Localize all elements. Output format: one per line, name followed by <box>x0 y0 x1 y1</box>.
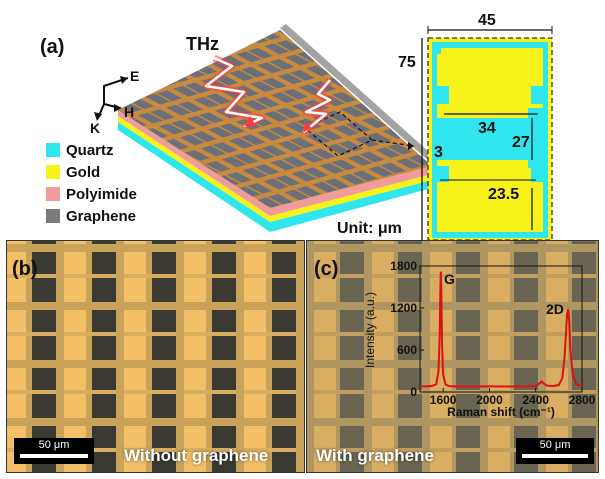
panel-a: (a) THz E H K Quartz Gold Polyimide Grap… <box>40 12 553 241</box>
scale-bar-c: 50 μm <box>516 438 594 464</box>
metamaterial-stack-illustration <box>94 24 553 241</box>
legend-swatch-polyimide <box>46 187 60 201</box>
raman-peak-g-label: G <box>444 271 455 287</box>
graphene-top-edge <box>280 24 438 164</box>
thz-label: THz <box>186 34 219 54</box>
gap-height-label: 27 <box>512 134 530 151</box>
panel-b-caption: Without graphene <box>124 446 269 465</box>
legend-label-quartz: Quartz <box>66 141 114 159</box>
panel-b-label: (b) <box>12 258 38 280</box>
axis-e-label: E <box>130 68 140 84</box>
scale-bar-b-label: 50 μm <box>38 439 70 451</box>
scale-bar-c-label: 50 μm <box>539 439 571 451</box>
legend-item-gold: Gold <box>46 163 101 181</box>
scale-bar-b-line <box>20 454 88 458</box>
raman-xlabel: Raman shift (cm⁻¹) <box>447 405 555 419</box>
raman-xtick-label: 1600 <box>430 393 457 407</box>
raman-ytick-label: 600 <box>397 343 417 357</box>
axis-h-label: H <box>124 104 135 120</box>
raman-plot-area <box>419 265 583 393</box>
scale-bar-b: 50 μm <box>14 438 94 464</box>
legend-item-graphene: Graphene <box>46 207 137 225</box>
legend-item-polyimide: Polyimide <box>46 185 137 203</box>
panel-c-caption: With graphene <box>316 446 434 465</box>
panel-c: (c) With graphene 50 μm 0 600 1200 1800 160… <box>306 240 599 473</box>
unit-cell-arrow <box>371 139 415 147</box>
raman-xtick-label: 2800 <box>569 393 596 407</box>
unit-cell-width-label: 45 <box>478 12 496 29</box>
polyimide-layer-edge <box>118 110 432 216</box>
raman-xtick-label: 2000 <box>476 393 503 407</box>
raman-xtick-label: 2400 <box>522 393 549 407</box>
raman-ytick-label: 1800 <box>390 259 417 273</box>
legend-label-polyimide: Polyimide <box>66 185 137 203</box>
raman-ytick-label: 1200 <box>390 301 417 315</box>
unit-cell-height-label: 75 <box>398 54 416 71</box>
raman-ytick-label: 0 <box>410 385 417 399</box>
panel-b: (b) Without graphene 50 μm <box>6 240 305 473</box>
axis-e-arrow <box>103 77 129 104</box>
panel-c-label: (c) <box>314 258 339 280</box>
legend-label-gold: Gold <box>66 163 101 181</box>
gap-width-label: 34 <box>478 120 496 137</box>
unit-cell-detail <box>421 26 553 241</box>
scale-bar-c-line <box>522 454 588 458</box>
legend-swatch-quartz <box>46 143 60 157</box>
panel-a-label: (a) <box>40 36 65 58</box>
legend-label-graphene: Graphene <box>66 207 137 225</box>
micrograph-with-graphene <box>306 240 599 473</box>
unit-label: Unit: μm <box>337 220 402 237</box>
legend-item-quartz: Quartz <box>46 141 114 159</box>
lower-height-label: 23.5 <box>488 186 520 203</box>
quartz-layer-edge <box>118 122 432 232</box>
gold-layer-edge <box>118 116 432 222</box>
micrograph-without-graphene <box>6 240 305 473</box>
legend-swatch-gold <box>46 165 60 179</box>
material-legend: Quartz Gold Polyimide Graphene <box>46 142 176 232</box>
patterned-surface <box>118 30 432 208</box>
raman-ylabel: Intensity (a.u.) <box>363 292 377 368</box>
legend-swatch-graphene <box>46 209 60 223</box>
raman-spectrum-inset: 0 600 1200 1800 1600 2000 2400 2800 Intensity … <box>363 259 596 419</box>
raman-spectrum-line <box>420 271 583 388</box>
raman-peak-2d-label: 2D <box>546 301 564 317</box>
unit-cell-outline <box>303 111 374 157</box>
line-width-label: 3 <box>434 144 443 161</box>
axis-k-label: K <box>90 120 101 136</box>
